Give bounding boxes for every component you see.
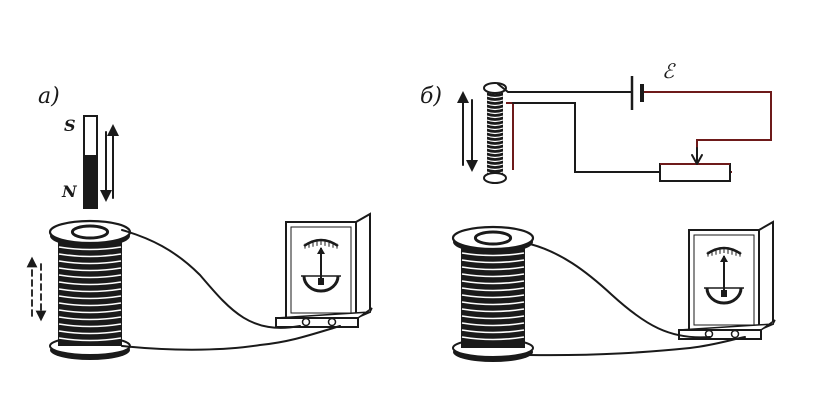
panel-a-label: a) bbox=[38, 84, 60, 109]
source-label: ℰ bbox=[662, 59, 676, 83]
bar-magnet-icon: S N bbox=[61, 115, 98, 209]
primary-coil-icon bbox=[483, 82, 507, 184]
magnet-pole-n: N bbox=[61, 182, 78, 201]
coil-icon bbox=[48, 219, 132, 360]
wire-bottom bbox=[121, 325, 341, 351]
wire-top bbox=[121, 229, 301, 329]
panel-b: б) ℰ bbox=[420, 59, 776, 362]
magnet-pole-s: S bbox=[64, 116, 76, 135]
panel-a: a) S N bbox=[26, 84, 373, 360]
galvanometer-icon bbox=[275, 212, 373, 328]
dashed-double-arrow-icon bbox=[26, 256, 47, 322]
primary-circuit: ℰ bbox=[497, 59, 772, 182]
battery-icon: ℰ bbox=[630, 59, 676, 110]
wire-top bbox=[529, 243, 711, 339]
secondary-coil-icon bbox=[451, 225, 535, 362]
rheostat-icon bbox=[659, 147, 731, 182]
panel-b-label: б) bbox=[420, 84, 442, 109]
double-arrow-icon bbox=[100, 124, 119, 202]
double-arrow-icon bbox=[457, 91, 478, 172]
galvanometer-icon bbox=[678, 220, 776, 340]
wire-bottom bbox=[527, 336, 746, 357]
